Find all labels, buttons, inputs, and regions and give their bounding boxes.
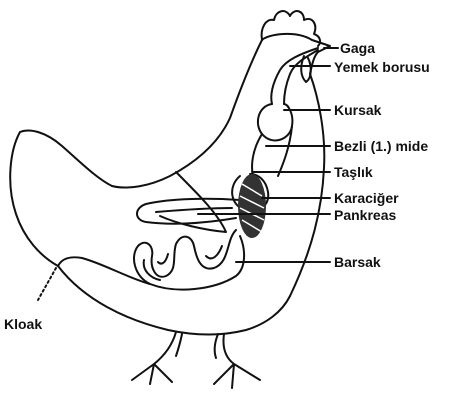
label-gaga: Gaga [340, 40, 375, 56]
label-bezli-mide: Bezli (1.) mide [334, 138, 428, 154]
label-yemek-borusu: Yemek borusu [334, 59, 430, 75]
comb-outline [262, 11, 320, 46]
belly-outline [58, 266, 290, 335]
right-leg-outline [214, 334, 260, 388]
liver-shape [238, 174, 266, 238]
pancreas-outline [156, 208, 232, 212]
tail-outline [10, 131, 112, 266]
label-karaciger: Karaciğer [334, 190, 399, 206]
label-barsak: Barsak [334, 254, 381, 270]
label-kursak: Kursak [334, 102, 381, 118]
left-thigh-outline [176, 334, 182, 356]
label-taslik: Taşlık [334, 164, 373, 180]
left-leg-outline [132, 332, 176, 384]
esophagus-path-inner [284, 50, 318, 104]
neck-back-outline [112, 40, 262, 188]
duodenum-outline [137, 199, 240, 224]
leader-kloak [38, 268, 56, 300]
proventriculus-outline [252, 126, 292, 178]
label-pankreas: Pankreas [334, 207, 396, 223]
right-thigh-outline [215, 334, 218, 358]
intestine-coils-inner [144, 246, 222, 280]
intestine-coils [134, 230, 244, 290]
label-kloak: Kloak [4, 316, 42, 332]
